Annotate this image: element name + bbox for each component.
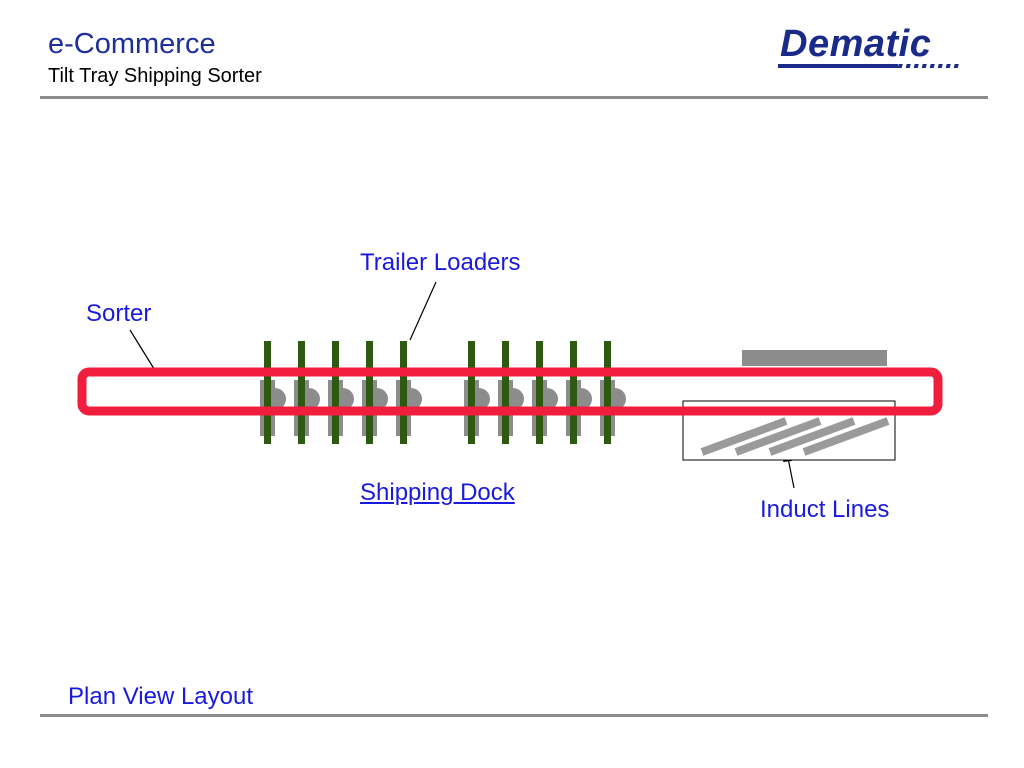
induct-line <box>802 417 890 456</box>
trailer-loader <box>468 341 475 444</box>
trailer-loader <box>264 341 271 444</box>
trailer-loader <box>400 341 407 444</box>
sorter-label: Sorter <box>86 300 152 327</box>
induct-lines-leader-line <box>787 457 795 489</box>
dock-bumper <box>615 388 626 410</box>
logo-dash-mark <box>953 64 959 68</box>
page-subtitle: Tilt Tray Shipping Sorter <box>48 65 262 87</box>
dock-bumper <box>547 388 558 410</box>
trailer-loader <box>604 341 611 444</box>
sorter-loop <box>77 367 943 416</box>
logo-dash-mark <box>897 64 903 68</box>
trailer-loader <box>366 341 373 444</box>
dock-bumper <box>411 388 422 410</box>
dock-bumper <box>581 388 592 410</box>
logo-dash-mark <box>929 64 935 68</box>
induct-lines-group <box>700 417 890 456</box>
trailer-loader <box>298 341 305 444</box>
induct-platform <box>742 350 887 366</box>
dock-bumper <box>309 388 320 410</box>
footer-divider <box>40 714 988 717</box>
trailer-loader <box>332 341 339 444</box>
sorter-leader-line <box>129 329 157 373</box>
logo-dash-mark <box>913 64 919 68</box>
page-title: e-Commerce <box>48 28 216 60</box>
logo-dash-mark <box>905 64 911 68</box>
trailer-loader <box>502 341 509 444</box>
dematic-logo: Dematic <box>776 22 976 74</box>
logo-dash-mark <box>889 64 895 68</box>
induct-line <box>734 417 822 456</box>
trailer-loader <box>536 341 543 444</box>
dock-bumper <box>479 388 490 410</box>
dock-bumper <box>275 388 286 410</box>
header-divider <box>40 96 988 99</box>
footer-caption: Plan View Layout <box>68 683 254 710</box>
shipping-dock-group <box>260 341 626 444</box>
dock-bumper <box>377 388 388 410</box>
induct-line <box>768 417 856 456</box>
logo-dash-mark <box>945 64 951 68</box>
logo-dash-mark <box>937 64 943 68</box>
logo-wordmark: Dematic <box>780 23 932 65</box>
logo-dash-mark <box>921 64 927 68</box>
logo-underline-icon <box>778 64 959 68</box>
dock-bumper <box>343 388 354 410</box>
induct-line <box>700 417 788 456</box>
trailer-loader <box>570 341 577 444</box>
trailer-loaders-label: Trailer Loaders <box>360 249 521 276</box>
trailer-loaders-leader-line <box>409 281 437 341</box>
induct-lines-label: Induct Lines <box>760 496 890 523</box>
dock-bumper <box>513 388 524 410</box>
shipping-dock-link[interactable]: Shipping Dock <box>360 479 515 506</box>
